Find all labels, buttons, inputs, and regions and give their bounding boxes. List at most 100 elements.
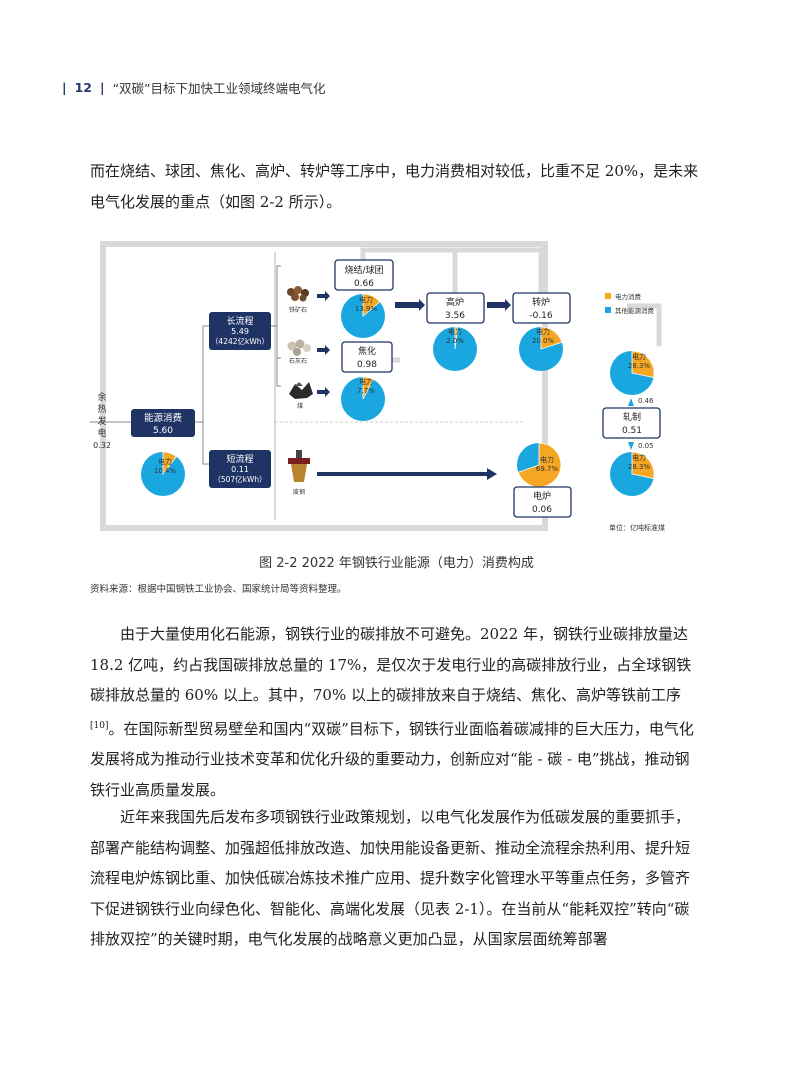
ore-label: 铁矿石 [289, 306, 307, 314]
paragraph-2-text: 近年来我国先后发布多项钢铁行业政策规划，以电气化发展作为低碳发展的重要抓手，部署… [90, 808, 691, 948]
rolling-value: 0.51 [622, 426, 642, 436]
coking-value: 0.98 [357, 360, 377, 370]
scrap-steel-icon [288, 450, 310, 482]
energy-flow-figure: 余 热 发 电 0.32 能源消费 5.60 电力 10.4% 长流程 5.49… [90, 241, 665, 532]
limestone-label: 石灰石 [289, 357, 307, 365]
sinter-pie-pct: 13.9% [355, 305, 378, 313]
scrap-label: 废钢 [293, 488, 305, 496]
coal-icon [289, 382, 313, 399]
tree-line [193, 325, 209, 423]
legend-swatch-other [605, 307, 611, 313]
energy-pie [141, 451, 185, 496]
up-arrow-icon [628, 398, 634, 406]
reference-mark: [10] [90, 720, 109, 731]
blast-value: 3.56 [445, 311, 465, 321]
rolling-bottom-pie-pct: 28.3% [628, 463, 651, 471]
rolling-bottom-pie [610, 451, 655, 496]
rolling-top-pie-pct: 28.3% [628, 362, 651, 370]
converter-pie-label: 电力 [536, 327, 550, 336]
tree-line [202, 422, 209, 465]
short-process-value: 0.11 [231, 465, 249, 474]
iron-ore-icon [287, 286, 309, 302]
long-process-value: 5.49 [231, 327, 249, 336]
energy-pie-pct: 10.4% [154, 467, 177, 475]
paragraph-1: 由于大量使用化石能源，钢铁行业的碳排放不可避免。2022 年，钢铁行业碳排放量达… [90, 619, 700, 805]
waste-heat-char: 余 [97, 391, 106, 403]
paragraph-2: 近年来我国先后发布多项钢铁行业政策规划，以电气化发展作为低碳发展的重要抓手，部署… [90, 802, 700, 955]
blast-label: 高炉 [446, 296, 464, 308]
sinter-pie [341, 293, 385, 338]
blast-furnace-box [426, 292, 485, 324]
pie-slice-electric [362, 293, 381, 317]
coking-pie-label: 电力 [359, 377, 373, 386]
unit-note: 单位：亿吨标准煤 [609, 523, 665, 532]
eaf-pie-pct: 69.7% [536, 465, 559, 473]
header-divider: | [99, 80, 105, 95]
arrow-icon [487, 468, 497, 480]
intro-paragraph: 而在烧结、球团、焦化、高炉、转炉等工序中，电力消费相对较低，比重不足 20%，是… [90, 162, 699, 211]
converter-box [512, 292, 571, 324]
long-process-label: 长流程 [226, 315, 253, 327]
legend-other: 其他能源消费 [615, 306, 655, 315]
figure-source: 资料来源：根据中国钢铁工业协会、国家统计局等资料整理。 [90, 584, 347, 595]
rolling-top-value: 0.46 [638, 397, 654, 405]
pie-slice-electric [631, 451, 655, 480]
energy-label: 能源消费 [144, 412, 182, 424]
waste-heat-value: 0.32 [93, 441, 111, 450]
legend-swatch-electric [605, 293, 611, 299]
waste-heat-char: 电 [97, 427, 106, 439]
limestone-icon [287, 339, 311, 356]
rolling-bottom-pie-label: 电力 [632, 453, 646, 462]
figure-frame [100, 241, 548, 531]
paragraph-1-text-continued: 。在国际新型贸易壁垒和国内“双碳”目标下，钢铁行业面临着碳减排的巨大压力，电气化… [90, 719, 694, 799]
sinter-box [334, 259, 394, 291]
long-process-sub: （4242亿kWh） [211, 336, 269, 346]
header-title: “双碳”目标下加快工业领域终端电气化 [112, 81, 326, 96]
page-number: 12 [74, 80, 92, 95]
arrow-icon [317, 291, 330, 301]
blast-pie [433, 326, 477, 371]
rolling-top-pie [610, 350, 655, 395]
energy-box [131, 409, 195, 437]
connector [455, 247, 544, 296]
pie-slice-electric [162, 451, 177, 476]
short-process-label: 短流程 [226, 453, 253, 465]
pie-slice-electric [517, 442, 562, 488]
blast-pie-label: 电力 [448, 327, 462, 336]
running-header: | 12 | “双碳”目标下加快工业领域终端电气化 [62, 78, 326, 97]
long-process-box [209, 312, 271, 350]
rolling-bottom-value: 0.05 [638, 442, 654, 450]
pie-slice-electric [362, 376, 374, 400]
eaf-pie [517, 442, 562, 488]
waste-heat-char: 热 [97, 403, 106, 415]
coking-pie-pct: 7.7% [357, 387, 375, 395]
connector [627, 303, 662, 346]
sinter-value: 0.66 [354, 279, 374, 289]
blast-pie-pct: 2.0% [446, 337, 464, 345]
connector [360, 247, 458, 296]
tree-line [271, 265, 281, 327]
pie-slice-electric [631, 350, 655, 379]
short-process-sub: （507亿kWh） [213, 474, 266, 484]
tree-line [276, 326, 281, 387]
eaf-label: 电炉 [533, 490, 551, 502]
converter-pie [519, 326, 563, 371]
arrow-icon [317, 345, 330, 355]
coking-pie [341, 376, 385, 421]
tree-line [276, 326, 281, 359]
waste-heat-char: 发 [97, 415, 106, 427]
converter-pie-pct: 20.0% [532, 337, 555, 345]
header-divider: | [62, 80, 67, 95]
coking-label: 焦化 [358, 345, 376, 357]
converter-label: 转炉 [532, 296, 550, 308]
pie-slice-electric [540, 326, 563, 350]
rolling-box [602, 407, 661, 439]
figure-caption: 图 2-2 2022 年钢铁行业能源（电力）消费构成 [259, 556, 534, 571]
rolling-top-pie-label: 电力 [632, 352, 646, 361]
coal-label: 煤 [297, 402, 303, 410]
eaf-box [513, 486, 572, 518]
pie-slice-electric [454, 326, 459, 350]
coking-box [341, 341, 393, 373]
short-process-box [209, 450, 271, 488]
arrow-icon [395, 299, 425, 311]
